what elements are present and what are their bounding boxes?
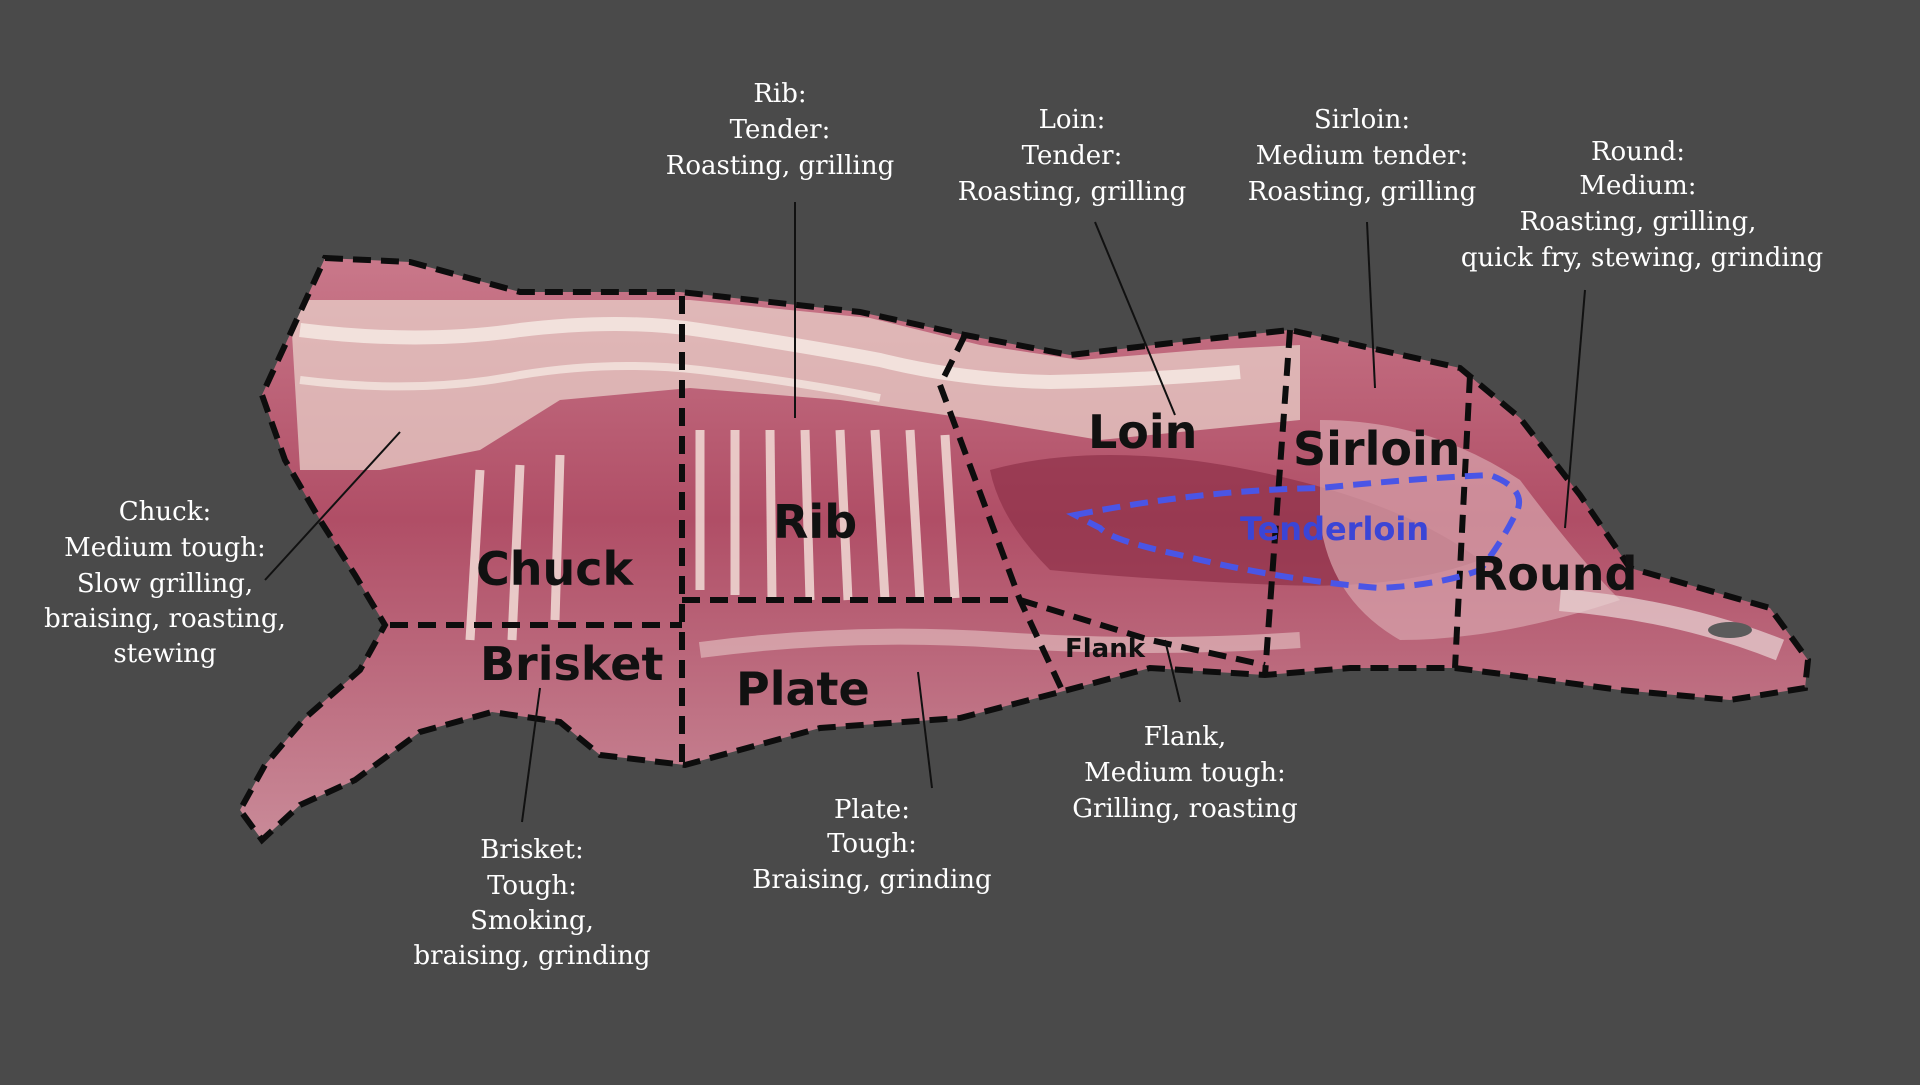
brisket-pointer [521, 687, 541, 823]
note-chuck-line-1: Chuck: [119, 497, 211, 527]
cut-label-round: Round [1472, 547, 1637, 601]
note-rib: Rib: Tender: Roasting, grilling [666, 79, 894, 181]
note-plate-line-2: Tough: [827, 829, 917, 859]
cut-label-loin: Loin [1088, 405, 1197, 459]
note-loin-line-2: Tender: [1022, 141, 1123, 171]
note-chuck-line-3: Slow grilling, [77, 569, 253, 599]
note-chuck-line-5: stewing [113, 639, 216, 669]
note-round: Round: Medium: Roasting, grilling, quick… [1461, 137, 1823, 273]
carcass-outline [236, 254, 1812, 845]
note-plate-line-1: Plate: [834, 795, 910, 825]
note-flank-line-3: Grilling, roasting [1072, 794, 1297, 824]
cut-label-flank: Flank [1065, 634, 1146, 664]
cut-label-plate: Plate [736, 662, 870, 716]
cut-label-sirloin: Sirloin [1293, 422, 1460, 476]
note-plate: Plate: Tough: Braising, grinding [752, 795, 991, 895]
note-round-line-1: Round: [1591, 137, 1685, 167]
note-rib-line-3: Roasting, grilling [666, 151, 894, 181]
cut-label-rib: Rib [773, 495, 857, 549]
loin-pointer [1094, 221, 1176, 416]
note-chuck: Chuck: Medium tough: Slow grilling, brai… [44, 497, 286, 669]
pointer-lines [264, 202, 1586, 823]
note-rib-line-2: Tender: [730, 115, 831, 145]
note-round-line-2: Medium: [1579, 171, 1696, 201]
note-brisket-line-4: braising, grinding [414, 941, 651, 971]
note-flank-line-1: Flank, [1144, 722, 1227, 752]
section-dividers [390, 296, 1473, 765]
note-chuck-line-2: Medium tough: [64, 533, 266, 563]
cut-label-chuck: Chuck [476, 542, 635, 596]
cut-label-tenderloin: Tenderloin [1240, 510, 1429, 548]
note-brisket-line-3: Smoking, [470, 906, 594, 936]
note-sirloin-line-3: Roasting, grilling [1248, 177, 1476, 207]
flank-divider [1019, 597, 1266, 668]
note-flank: Flank, Medium tough: Grilling, roasting [1072, 722, 1297, 824]
note-loin-line-1: Loin: [1039, 105, 1106, 135]
rib-loin-divider [936, 333, 1065, 692]
carcass-shape [240, 258, 1808, 840]
note-loin-line-3: Roasting, grilling [958, 177, 1186, 207]
note-chuck-line-4: braising, roasting, [44, 604, 286, 634]
cut-label-brisket: Brisket [480, 637, 663, 691]
chuck-pointer [264, 431, 401, 581]
note-brisket-line-1: Brisket: [480, 835, 584, 865]
note-sirloin-line-1: Sirloin: [1314, 105, 1410, 135]
loin-sirloin-divider [1262, 329, 1293, 676]
note-loin: Loin: Tender: Roasting, grilling [958, 105, 1186, 207]
note-round-line-3: Roasting, grilling, [1520, 207, 1757, 237]
sirloin-pointer [1366, 221, 1376, 389]
note-plate-line-3: Braising, grinding [752, 865, 991, 895]
note-brisket: Brisket: Tough: Smoking, braising, grind… [414, 835, 651, 971]
note-sirloin-line-2: Medium tender: [1256, 141, 1468, 171]
flank-pointer [1164, 639, 1181, 703]
sirloin-round-divider [1452, 374, 1473, 669]
note-flank-line-2: Medium tough: [1084, 758, 1286, 788]
note-sirloin: Sirloin: Medium tender: Roasting, grilli… [1248, 105, 1476, 207]
note-rib-line-1: Rib: [753, 79, 806, 109]
note-brisket-line-2: Tough: [487, 871, 577, 901]
plate-pointer [917, 671, 933, 789]
round-pointer [1564, 289, 1586, 529]
note-round-line-4: quick fry, stewing, grinding [1461, 243, 1823, 273]
tenderloin-outline [1066, 471, 1523, 592]
